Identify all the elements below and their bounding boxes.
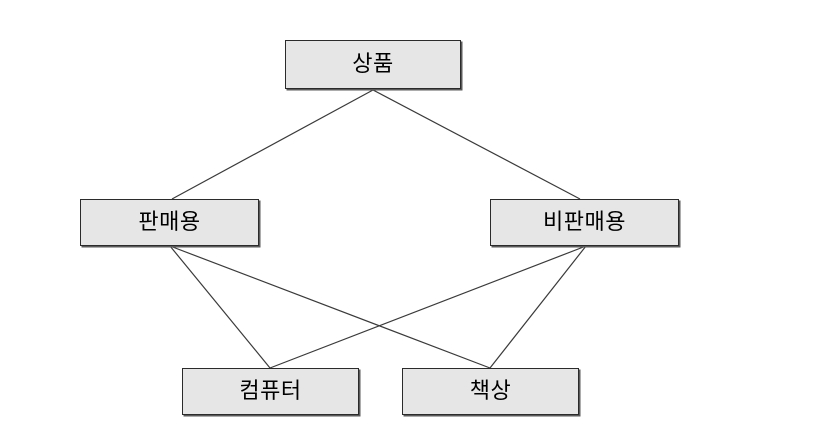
node-for-sale[interactable]: 판매용 xyxy=(80,199,259,246)
edge-for-sale-to-desk xyxy=(169,245,491,369)
node-not-for-sale-label: 비판매용 xyxy=(543,209,626,235)
edge-group xyxy=(169,89,587,369)
node-desk-label: 책상 xyxy=(469,378,512,404)
edge-not-for-sale-to-desk xyxy=(489,245,587,369)
node-computer-label: 컴퓨터 xyxy=(239,378,302,404)
node-not-for-sale[interactable]: 비판매용 xyxy=(490,199,679,246)
edge-not-for-sale-to-computer xyxy=(269,245,587,369)
node-product-label: 상품 xyxy=(352,51,394,77)
node-for-sale-label: 판매용 xyxy=(138,209,201,235)
edge-product-to-not-for-sale xyxy=(372,89,581,200)
node-product[interactable]: 상품 xyxy=(285,40,461,89)
node-desk[interactable]: 책상 xyxy=(402,368,579,415)
edge-product-to-for-sale xyxy=(171,89,374,200)
edge-for-sale-to-computer xyxy=(169,245,271,369)
node-computer[interactable]: 컴퓨터 xyxy=(182,368,359,415)
